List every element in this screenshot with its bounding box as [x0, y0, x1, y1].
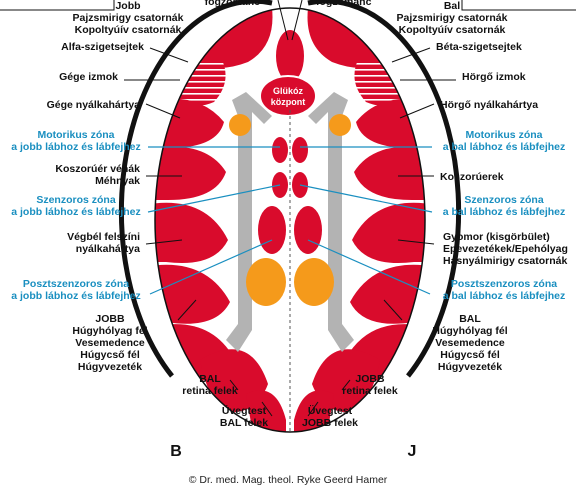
label-vitreous-left-1: Üvegtest: [222, 404, 267, 417]
orange-lower-left: [246, 258, 286, 306]
label-postsensory-right-2: a jobb lábhoz és lábfejhez: [11, 290, 141, 302]
right-outer-bracket: [307, 0, 462, 378]
gray-band-left: [226, 92, 272, 352]
label-motor-right-1: Motorikus zóna: [37, 129, 114, 141]
copyright: © Dr. med. Mag. theol. Ryke Geerd Hamer: [189, 474, 388, 486]
relay-top-center: [276, 30, 304, 82]
label-retina-right-1: JOBB: [355, 373, 385, 385]
glucose-center: [259, 75, 317, 117]
label-top-left-2: Pajzsmirigy csatornák: [73, 12, 184, 24]
left-outer-bracket: [118, 0, 273, 378]
brain-oval-outline: [154, 7, 426, 433]
label-bladder-right-2: Húgyhólyag fél: [432, 325, 507, 337]
label-coronary-arteries: Koszorúerek: [440, 171, 504, 183]
label-top-left-3: Kopoltyúív csatornák: [75, 24, 182, 36]
top-left-box: [0, 0, 115, 11]
blue-leader-lines: [147, 146, 433, 295]
label-retina-right-2: retina felek: [342, 385, 398, 397]
label-retina-left-1: BAL: [199, 373, 221, 385]
label-top-right-1: Bal: [444, 0, 460, 12]
label-bronchial-muscles: Hörgő izmok: [462, 71, 526, 83]
glucose-label-1: Glükóz: [273, 86, 304, 96]
label-sensory-left-2: a bal lábhoz és lábfejhez: [443, 206, 566, 218]
glucose-label-2: központ: [271, 97, 306, 107]
center-relay-3r: [294, 206, 322, 254]
label-top-left-1: Jobb: [115, 0, 140, 12]
label-bladder-left-5: Húgyvezeték: [78, 361, 142, 373]
label-coronary-veins-1: Koszorúér vénák: [55, 163, 140, 175]
label-bladder-right-3: Vesemedence: [435, 337, 505, 349]
relay-postsensory-right: [350, 264, 425, 324]
label-motor-right-2: a jobb lábhoz és lábfejhez: [11, 141, 141, 153]
side-letter-j: J: [408, 443, 417, 460]
label-postsensory-left-2: a bal lábhoz és lábfejhez: [443, 290, 566, 302]
label-larynx-muscles: Gége izmok: [59, 71, 118, 83]
label-bladder-right-5: Húgyvezeték: [438, 361, 502, 373]
label-bladder-left-4: Húgycső fél: [80, 349, 140, 361]
orange-upper-right: [329, 114, 351, 136]
relay-coronary-arteries: [354, 146, 425, 200]
label-bronchial-mucosa: Hörgő nyálkahártya: [440, 99, 538, 111]
label-postsensory-left-1: Posztszenzoros zóna: [451, 278, 557, 290]
center-relay-3l: [258, 206, 286, 254]
label-coronary-veins-2: Méhnyak: [95, 175, 140, 187]
relay-postsensory-left: [155, 264, 230, 324]
label-sensory-right-1: Szenzoros zóna: [36, 194, 116, 206]
side-letter-b: B: [170, 443, 182, 460]
label-postsensory-right-1: Posztszenzoros zóna: [23, 278, 129, 290]
label-enamel-right: fogzománc: [316, 0, 372, 8]
label-rectum-2: nyálkahártya: [76, 243, 140, 255]
relay-coronary-veins: [155, 146, 226, 200]
label-enamel-left: fogzománc: [205, 0, 261, 8]
label-rectum-1: Végbél felszíni: [67, 231, 140, 243]
label-sensory-right-2: a jobb lábhoz és lábfejhez: [11, 206, 141, 218]
label-retina-left-2: retina felek: [182, 385, 238, 397]
label-stomach-3: Hasnyálmirigy csatornák: [443, 255, 567, 267]
label-bladder-left-3: Vesemedence: [75, 337, 145, 349]
relay-rectum: [155, 202, 228, 263]
orange-upper-left: [229, 114, 251, 136]
label-bladder-right-1: BAL: [459, 313, 481, 325]
label-top-right-2: Pajzsmirigy csatornák: [397, 12, 508, 24]
label-vitreous-right-1: Üvegtest: [308, 404, 353, 417]
center-relay-1l: [272, 137, 288, 163]
label-top-right-3: Kopoltyúív csatornák: [399, 24, 506, 36]
label-beta-cells: Béta-szigetsejtek: [436, 41, 522, 53]
label-motor-left-1: Motorikus zóna: [465, 129, 542, 141]
label-sensory-left-1: Szenzoros zóna: [464, 194, 544, 206]
label-larynx-mucosa: Gége nyálkahártya: [47, 99, 141, 111]
relay-stomach: [352, 202, 425, 263]
orange-lower-right: [294, 258, 334, 306]
top-right-box: [461, 0, 576, 11]
leader-lines: [124, 0, 456, 417]
label-motor-left-2: a bal lábhoz és lábfejhez: [443, 141, 566, 153]
label-alpha-cells: Alfa-szigetsejtek: [61, 41, 144, 53]
center-relay-1r: [292, 137, 308, 163]
label-stomach-1: Gyomor (kisgörbület): [443, 231, 550, 243]
label-vitreous-left-2: BAL felek: [220, 417, 268, 429]
label-bladder-left-2: Húgyhólyag fél: [72, 325, 147, 337]
gray-band-right: [308, 92, 354, 352]
label-bladder-right-4: Húgycső fél: [440, 349, 500, 361]
label-stomach-2: Epevezetékek/Epehólyag: [443, 243, 568, 255]
label-bladder-left-1: JOBB: [95, 313, 125, 325]
label-vitreous-right-2: JOBB felek: [302, 417, 358, 429]
